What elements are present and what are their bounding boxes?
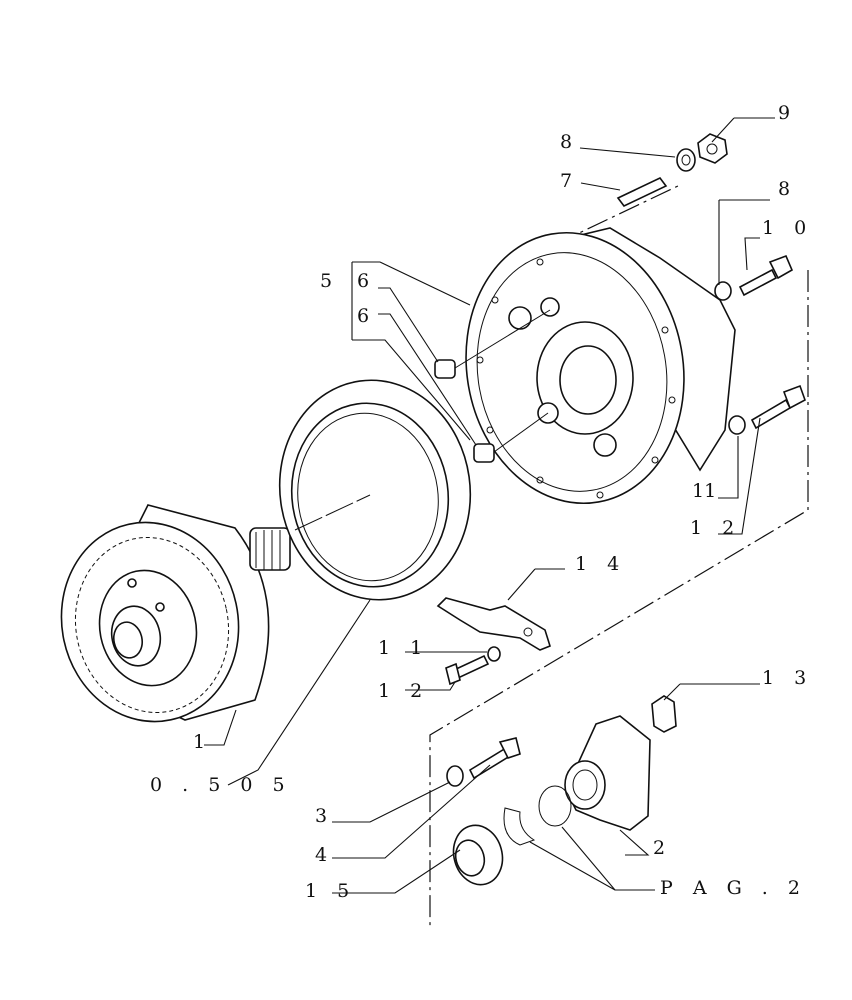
part-bracket bbox=[436, 597, 551, 686]
part-bolts-right bbox=[714, 254, 806, 435]
label-14: 1 4 bbox=[575, 553, 626, 575]
part-dowels bbox=[434, 309, 551, 463]
label-1: 1 bbox=[193, 731, 212, 753]
label-8-right: 8 bbox=[778, 178, 797, 200]
label-15: 1 5 bbox=[305, 880, 356, 902]
label-5: 5 bbox=[320, 270, 339, 292]
part-stud-nut-washer bbox=[616, 133, 728, 208]
label-13: 1 3 bbox=[762, 667, 813, 689]
part-gasket-ring bbox=[278, 379, 472, 601]
label-6-upper: 6 bbox=[357, 270, 376, 292]
label-12-right: 1 2 bbox=[690, 517, 741, 539]
label-12-middle: 1 2 bbox=[378, 680, 429, 702]
label-pag-2: P A G . 2 bbox=[660, 877, 807, 899]
label-9: 9 bbox=[778, 102, 797, 124]
label-4: 4 bbox=[315, 844, 334, 866]
part-bottom-assembly bbox=[446, 695, 677, 886]
callout-labels: 9 8 7 8 1 0 5 6 6 11 1 2 1 4 1 1 1 2 1 3… bbox=[150, 102, 813, 902]
label-7: 7 bbox=[560, 170, 579, 192]
label-6-lower: 6 bbox=[357, 305, 376, 327]
label-11-middle: 1 1 bbox=[378, 637, 429, 659]
part-housing bbox=[465, 227, 736, 505]
label-11-right: 11 bbox=[692, 480, 716, 502]
label-2: 2 bbox=[653, 837, 672, 859]
part-drum-gear bbox=[60, 504, 291, 723]
assembly-boundary bbox=[429, 184, 809, 930]
label-10: 1 0 bbox=[762, 217, 813, 239]
leader-lines bbox=[204, 117, 775, 894]
label-ref-0505: 0 . 5 0 5 bbox=[150, 774, 292, 796]
label-8-top: 8 bbox=[560, 131, 579, 153]
label-3: 3 bbox=[315, 805, 334, 827]
